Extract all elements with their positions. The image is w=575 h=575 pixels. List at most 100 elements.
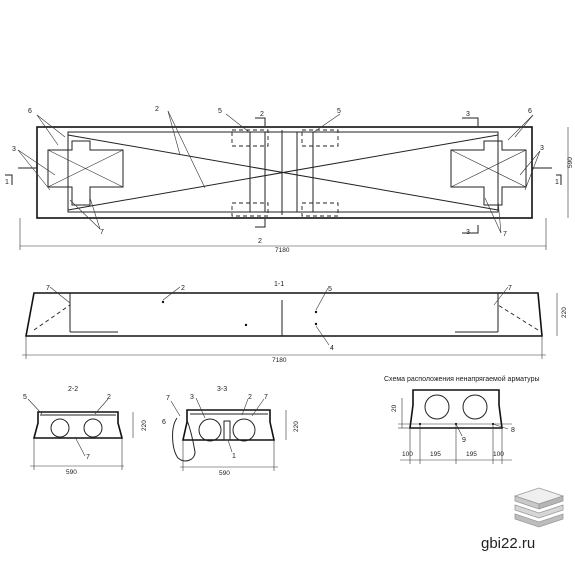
leader-7 bbox=[493, 286, 509, 306]
anchor-point bbox=[161, 300, 165, 304]
leader-2 bbox=[94, 398, 109, 415]
site-watermark: gbi22.ru bbox=[481, 535, 536, 552]
dim-195-right: 195 bbox=[466, 451, 477, 458]
leader-3 bbox=[195, 397, 206, 419]
void-circle bbox=[462, 394, 488, 420]
label-5: 5 bbox=[23, 394, 27, 401]
leader-7 bbox=[497, 199, 502, 234]
gbi-logo-icon bbox=[513, 487, 565, 528]
cut-marker-3 bbox=[462, 117, 479, 126]
dim-section-width: 590 bbox=[219, 470, 230, 477]
plan-inner-frame bbox=[67, 131, 499, 213]
anchor-point bbox=[314, 310, 318, 314]
dim-height: 220 bbox=[141, 420, 148, 431]
cut-label-3: 3 bbox=[466, 111, 470, 118]
embedded-plate bbox=[231, 202, 269, 217]
label-9: 9 bbox=[462, 437, 466, 444]
dim-overall-length: 7180 bbox=[275, 247, 290, 254]
label-7: 7 bbox=[86, 454, 90, 461]
hidden-line bbox=[497, 304, 539, 331]
leader-6 bbox=[507, 114, 534, 141]
label-8: 8 bbox=[511, 427, 515, 434]
label-2: 2 bbox=[181, 285, 185, 292]
cut-marker-1 bbox=[5, 174, 13, 185]
leader-5 bbox=[225, 113, 250, 133]
void-circle bbox=[232, 418, 256, 442]
leader-7 bbox=[69, 199, 101, 230]
leader-9 bbox=[455, 423, 463, 437]
section-outline bbox=[32, 411, 124, 439]
dim-section-width: 590 bbox=[66, 469, 77, 476]
section-title-2-2: 2-2 bbox=[68, 386, 78, 393]
label-5: 5 bbox=[337, 108, 341, 115]
label-7: 7 bbox=[508, 285, 512, 292]
anchor-point bbox=[314, 322, 318, 326]
label-5: 5 bbox=[218, 108, 222, 115]
section-title-1-1: 1-1 bbox=[274, 281, 284, 288]
label-7: 7 bbox=[503, 231, 507, 238]
label-6: 6 bbox=[28, 108, 32, 115]
cut-label-2: 2 bbox=[260, 111, 264, 118]
dim-cover: 20 bbox=[391, 404, 398, 412]
hidden-line bbox=[33, 304, 71, 331]
recess-diagonal bbox=[450, 149, 527, 188]
void-circle bbox=[50, 418, 70, 438]
label-3: 3 bbox=[190, 394, 194, 401]
section-2-2: 2-2 5 2 7 590 220 bbox=[23, 386, 148, 476]
leader-5 bbox=[27, 398, 43, 415]
cut-label-2: 2 bbox=[258, 238, 262, 245]
elevation-view: 1-1 7 2 5 7 4 7180 220 bbox=[22, 281, 568, 364]
cut-label-1: 1 bbox=[5, 179, 9, 186]
leader-3 bbox=[17, 149, 51, 191]
label-3: 3 bbox=[540, 145, 544, 152]
label-6: 6 bbox=[162, 419, 166, 426]
leader-2 bbox=[167, 110, 206, 189]
leader-5 bbox=[313, 113, 341, 133]
hook-loop bbox=[172, 417, 196, 462]
elevation-outline bbox=[25, 292, 543, 337]
label-7: 7 bbox=[100, 229, 104, 236]
section-title-3-3: 3-3 bbox=[217, 386, 227, 393]
leader-7 bbox=[49, 286, 71, 304]
dim-100-right: 100 bbox=[493, 451, 504, 458]
plan-view: 6 3 1 2 5 2 5 3 6 3 1 7 2 3 7 7180 590 bbox=[5, 106, 574, 254]
cut-marker-2 bbox=[255, 219, 266, 228]
leader-1 bbox=[227, 439, 233, 453]
label-1: 1 bbox=[232, 453, 236, 460]
dim-100-left: 100 bbox=[402, 451, 413, 458]
embedded-plate bbox=[301, 129, 339, 147]
leader-6 bbox=[514, 114, 534, 138]
leader-6 bbox=[36, 114, 66, 138]
leader-3 bbox=[17, 149, 56, 176]
label-2: 2 bbox=[248, 394, 252, 401]
section-3-3: 3-3 3 2 7 7 6 1 590 220 bbox=[162, 386, 300, 477]
cut-label-3: 3 bbox=[466, 229, 470, 236]
dim-195-left: 195 bbox=[430, 451, 441, 458]
cut-label-1: 1 bbox=[555, 179, 559, 186]
central-rib bbox=[223, 420, 231, 441]
leader-3 bbox=[519, 150, 541, 176]
leader-7 bbox=[251, 398, 265, 417]
leader-7 bbox=[74, 436, 86, 457]
leader-6 bbox=[36, 114, 59, 146]
label-7: 7 bbox=[166, 395, 170, 402]
leader-2 bbox=[162, 286, 181, 301]
leader-2 bbox=[167, 110, 181, 156]
scheme-outline bbox=[409, 389, 503, 429]
right-recess bbox=[450, 140, 527, 206]
leader-5 bbox=[315, 287, 329, 311]
anchor-point bbox=[244, 323, 248, 327]
leader-7 bbox=[170, 400, 181, 417]
strand-diagonal bbox=[67, 134, 499, 211]
dim-plan-width: 590 bbox=[567, 157, 574, 168]
void-circle bbox=[83, 418, 103, 438]
rebar-scheme: Схема расположения ненапрягаемой арматур… bbox=[384, 375, 540, 464]
embedded-plate bbox=[231, 129, 269, 147]
label-7: 7 bbox=[46, 285, 50, 292]
left-recess bbox=[47, 140, 124, 206]
void-circle bbox=[198, 418, 222, 442]
label-7: 7 bbox=[264, 394, 268, 401]
dim-height: 220 bbox=[561, 307, 568, 318]
leader-8 bbox=[492, 423, 509, 430]
